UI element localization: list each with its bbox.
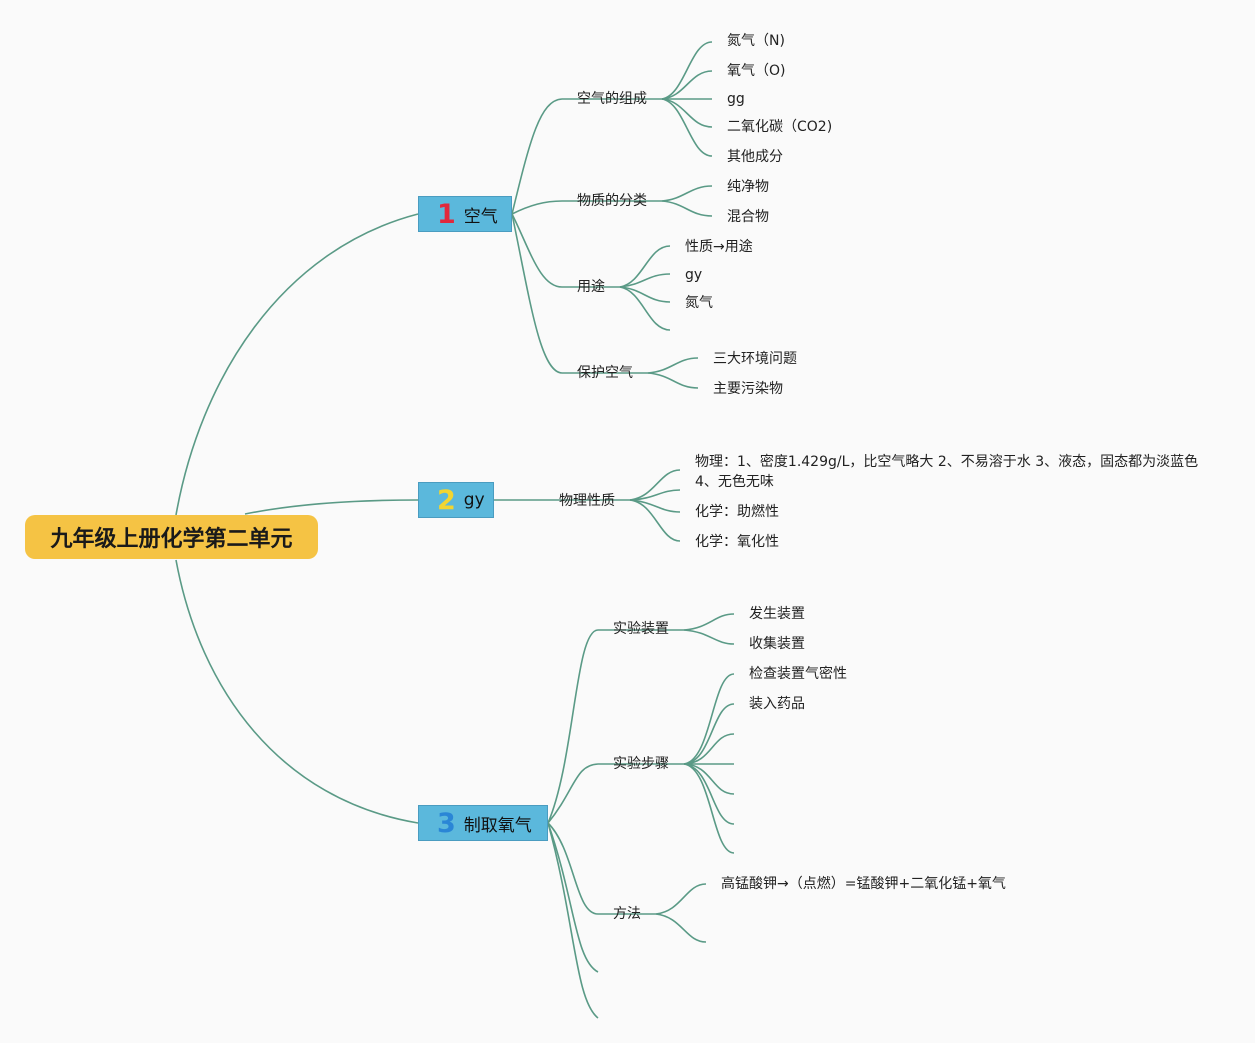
topic-apparatus[interactable]: 实验装置 xyxy=(613,621,669,637)
leaf-pollutants[interactable]: 主要污染物 xyxy=(713,381,783,397)
topic-uses[interactable]: 用途 xyxy=(577,279,605,295)
leaf-combustion[interactable]: 化学：助燃性 xyxy=(695,504,779,520)
number-2-icon: 2 xyxy=(437,484,456,516)
topic-protect-air[interactable]: 保护空气 xyxy=(577,365,633,381)
leaf-load-reagent[interactable]: 装入药品 xyxy=(749,696,805,712)
branch-air[interactable]: 1 空气 xyxy=(418,196,512,232)
leaf-oxidizing[interactable]: 化学：氧化性 xyxy=(695,534,779,550)
leaf-co2[interactable]: 二氧化碳（CO2) xyxy=(727,119,833,135)
leaf-env-problems[interactable]: 三大环境问题 xyxy=(713,351,797,367)
leaf-collector[interactable]: 收集装置 xyxy=(749,636,805,652)
leaf-oxygen[interactable]: 氧气（O) xyxy=(727,63,786,79)
leaf-property-use[interactable]: 性质→用途 xyxy=(685,239,753,255)
branch-label: gy xyxy=(463,490,485,510)
leaf-nitrogen[interactable]: 氮气（N) xyxy=(727,33,785,49)
leaf-gy[interactable]: gy xyxy=(685,267,703,283)
root-topic[interactable]: 九年级上册化学第二单元 xyxy=(25,515,318,559)
branch-gy[interactable]: 2 gy xyxy=(418,482,494,518)
branch-label: 制取氧气 xyxy=(463,815,532,836)
topic-classification[interactable]: 物质的分类 xyxy=(577,193,647,209)
branch-label: 空气 xyxy=(463,206,498,227)
number-3-icon: 3 xyxy=(437,807,456,839)
leaf-nitrogen-use[interactable]: 氮气 xyxy=(685,295,713,311)
topic-physical-properties[interactable]: 物理性质 xyxy=(559,493,615,509)
leaf-gg[interactable]: gg xyxy=(727,91,745,107)
topic-steps[interactable]: 实验步骤 xyxy=(613,756,669,772)
leaf-pure[interactable]: 纯净物 xyxy=(727,179,769,195)
leaf-other[interactable]: 其他成分 xyxy=(727,149,783,165)
number-1-icon: 1 xyxy=(437,198,456,230)
topic-air-composition[interactable]: 空气的组成 xyxy=(577,91,647,107)
leaf-airtight-check[interactable]: 检查装置气密性 xyxy=(749,666,847,682)
leaf-physical[interactable]: 物理：1、密度1.429g/L，比空气略大 2、不易溶于水 3、液态，固态都为淡… xyxy=(695,454,1199,470)
leaf-physical-cont[interactable]: 4、无色无味 xyxy=(695,474,774,490)
topic-method[interactable]: 方法 xyxy=(613,906,641,922)
leaf-mixture[interactable]: 混合物 xyxy=(727,209,769,225)
branch-oxygen-prep[interactable]: 3 制取氧气 xyxy=(418,805,548,841)
leaf-reaction[interactable]: 高锰酸钾→（点燃）=锰酸钾+二氧化锰+氧气 xyxy=(721,876,1006,892)
leaf-generator[interactable]: 发生装置 xyxy=(749,606,805,622)
